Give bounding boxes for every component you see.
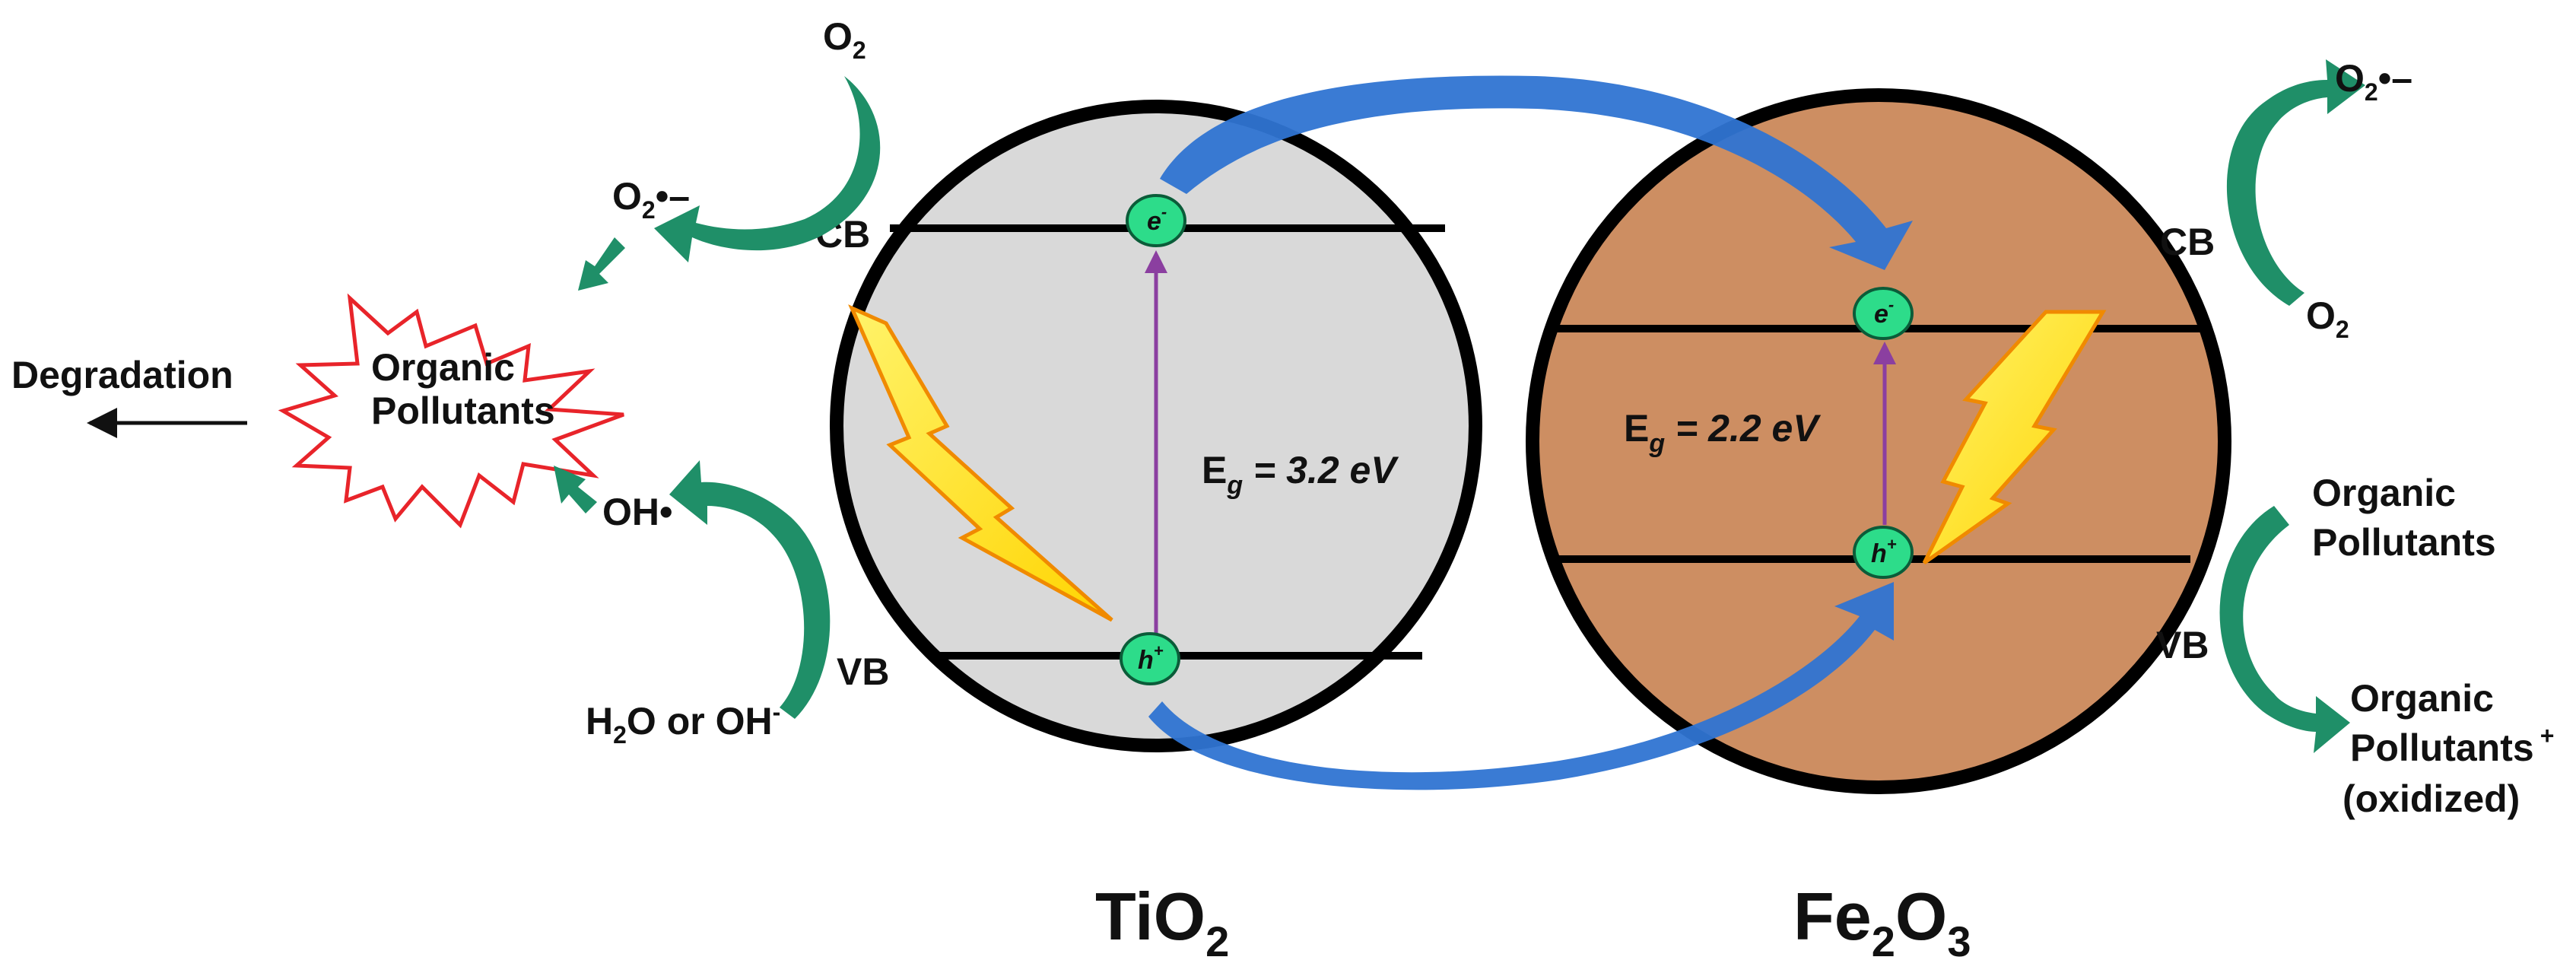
pollutant-star xyxy=(278,293,624,529)
left-o2-radical: O2•– xyxy=(612,175,690,224)
right-oxidized-line3: (oxidized) xyxy=(2343,777,2520,820)
right-oxidized-line2: Pollutants+ xyxy=(2350,722,2554,769)
pollutant-label-line2: Pollutants xyxy=(371,389,555,432)
right-oxidation-arrow xyxy=(2219,506,2350,753)
degradation-label: Degradation xyxy=(11,354,233,396)
right-o2-radical: O2•– xyxy=(2335,57,2412,106)
left-water-hydroxide: H2O or OH- xyxy=(586,698,780,749)
fe2o3-name: Fe2O3 xyxy=(1793,879,1971,965)
fe2o3-particle xyxy=(1526,88,2231,794)
pollutant-label-line1: Organic xyxy=(371,346,515,389)
tio2-hole-label: h+ xyxy=(1138,641,1164,675)
left-oxidation-arrow xyxy=(669,460,831,719)
right-o2-reduction-arrow xyxy=(2226,59,2365,306)
tio2-electron-badge xyxy=(1126,194,1186,247)
fe2o3-cb-label: CB xyxy=(2160,221,2215,263)
left-o2-top: O2 xyxy=(823,15,866,64)
fe2o3-lightning-icon xyxy=(1922,310,2107,565)
tio2-hole-badge xyxy=(1120,632,1180,685)
electron-transfer-arrow xyxy=(1160,75,1913,270)
hole-transfer-arrow xyxy=(1148,582,1894,790)
fe2o3-hole-label: h+ xyxy=(1871,535,1897,568)
fe2o3-vb-label: VB xyxy=(2156,624,2209,666)
tio2-vb-label: VB xyxy=(837,650,889,693)
fe2o3-hole-badge xyxy=(1853,526,1914,579)
left-superoxide-to-pollutant-arrow xyxy=(578,237,625,291)
fe2o3-bandgap-label: Eg = 2.2 eV xyxy=(1624,407,1821,458)
fe2o3-electron-label: e- xyxy=(1874,295,1894,329)
left-hydroxyl-to-pollutant-arrow xyxy=(554,466,597,513)
fe2o3-electron-badge xyxy=(1853,287,1914,340)
tio2-electron-label: e- xyxy=(1147,202,1167,236)
left-hydroxyl-radical: OH• xyxy=(602,491,673,533)
tio2-name: TiO2 xyxy=(1095,879,1229,965)
right-o2: O2 xyxy=(2306,294,2349,343)
tio2-bandgap-label: Eg = 3.2 eV xyxy=(1202,449,1399,500)
tio2-lightning-icon xyxy=(848,304,1113,622)
right-organic-pollutants-line2: Pollutants xyxy=(2312,521,2496,564)
right-organic-pollutants-line1: Organic xyxy=(2312,472,2456,514)
right-oxidized-line1: Organic xyxy=(2350,677,2494,720)
left-o2-reduction-arrow xyxy=(654,76,881,262)
